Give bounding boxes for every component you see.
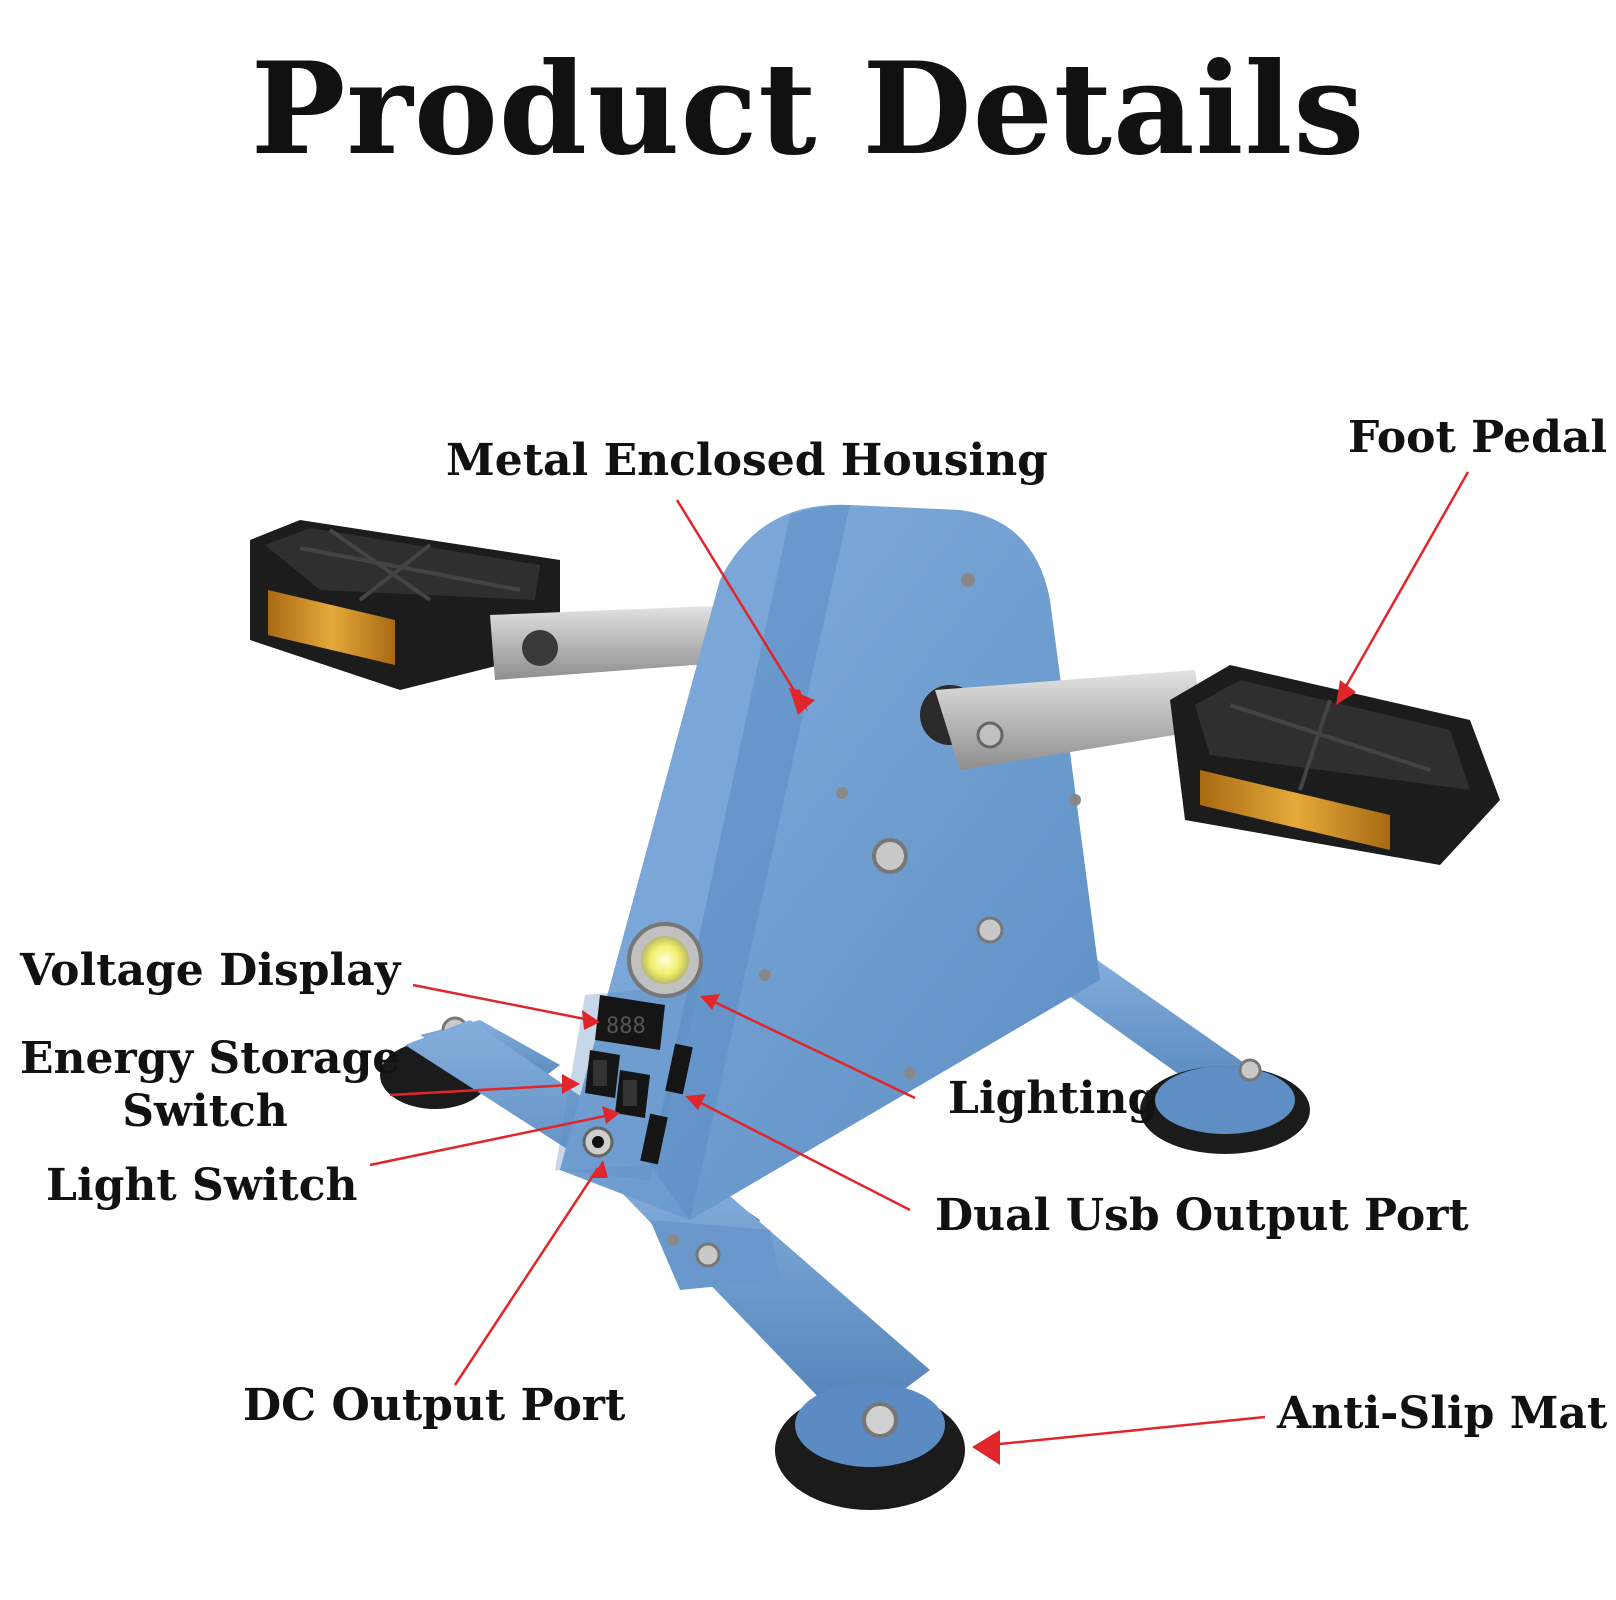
- label-energy-storage-switch: Energy Storage Switch: [20, 1033, 401, 1139]
- label-voltage-display: Voltage Display: [20, 945, 401, 996]
- label-dc-output-port: DC Output Port: [243, 1380, 626, 1431]
- rear-leg-right: [1040, 955, 1310, 1154]
- callout-lines: [369, 471, 1470, 1447]
- pedal-icon: [1170, 665, 1500, 865]
- label-energy-storage-switch-line2: Switch: [122, 1085, 288, 1137]
- crank-arm-icon: [490, 605, 760, 680]
- rocker-switch-icon: [615, 1070, 650, 1118]
- dc-port-icon: [582, 1126, 614, 1158]
- label-foot-pedal: Foot Pedal: [1348, 412, 1608, 463]
- voltage-display-icon: 888: [595, 995, 665, 1050]
- callout-arrowheads: [562, 680, 1356, 1465]
- page-title: Product Details: [250, 35, 1366, 183]
- rocker-switch-icon: [585, 1050, 620, 1098]
- usb-port-icon: [640, 1043, 693, 1165]
- svg-text:888: 888: [606, 1014, 646, 1039]
- label-metal-enclosed-housing: Metal Enclosed Housing: [446, 435, 1048, 486]
- label-dual-usb-output-port: Dual Usb Output Port: [935, 1190, 1469, 1241]
- suction-foot-icon: [775, 1383, 965, 1510]
- control-panel: 888: [555, 922, 703, 1180]
- label-energy-storage-switch-line1: Energy Storage: [20, 1033, 401, 1084]
- pedal-icon: [250, 520, 560, 690]
- led-light-icon: [627, 922, 703, 998]
- label-anti-slip-mat: Anti-Slip Mat: [1277, 1388, 1608, 1439]
- label-lighting: Lighting: [948, 1073, 1159, 1124]
- crank-arm-icon: [920, 670, 1205, 770]
- label-light-switch: Light Switch: [46, 1160, 358, 1211]
